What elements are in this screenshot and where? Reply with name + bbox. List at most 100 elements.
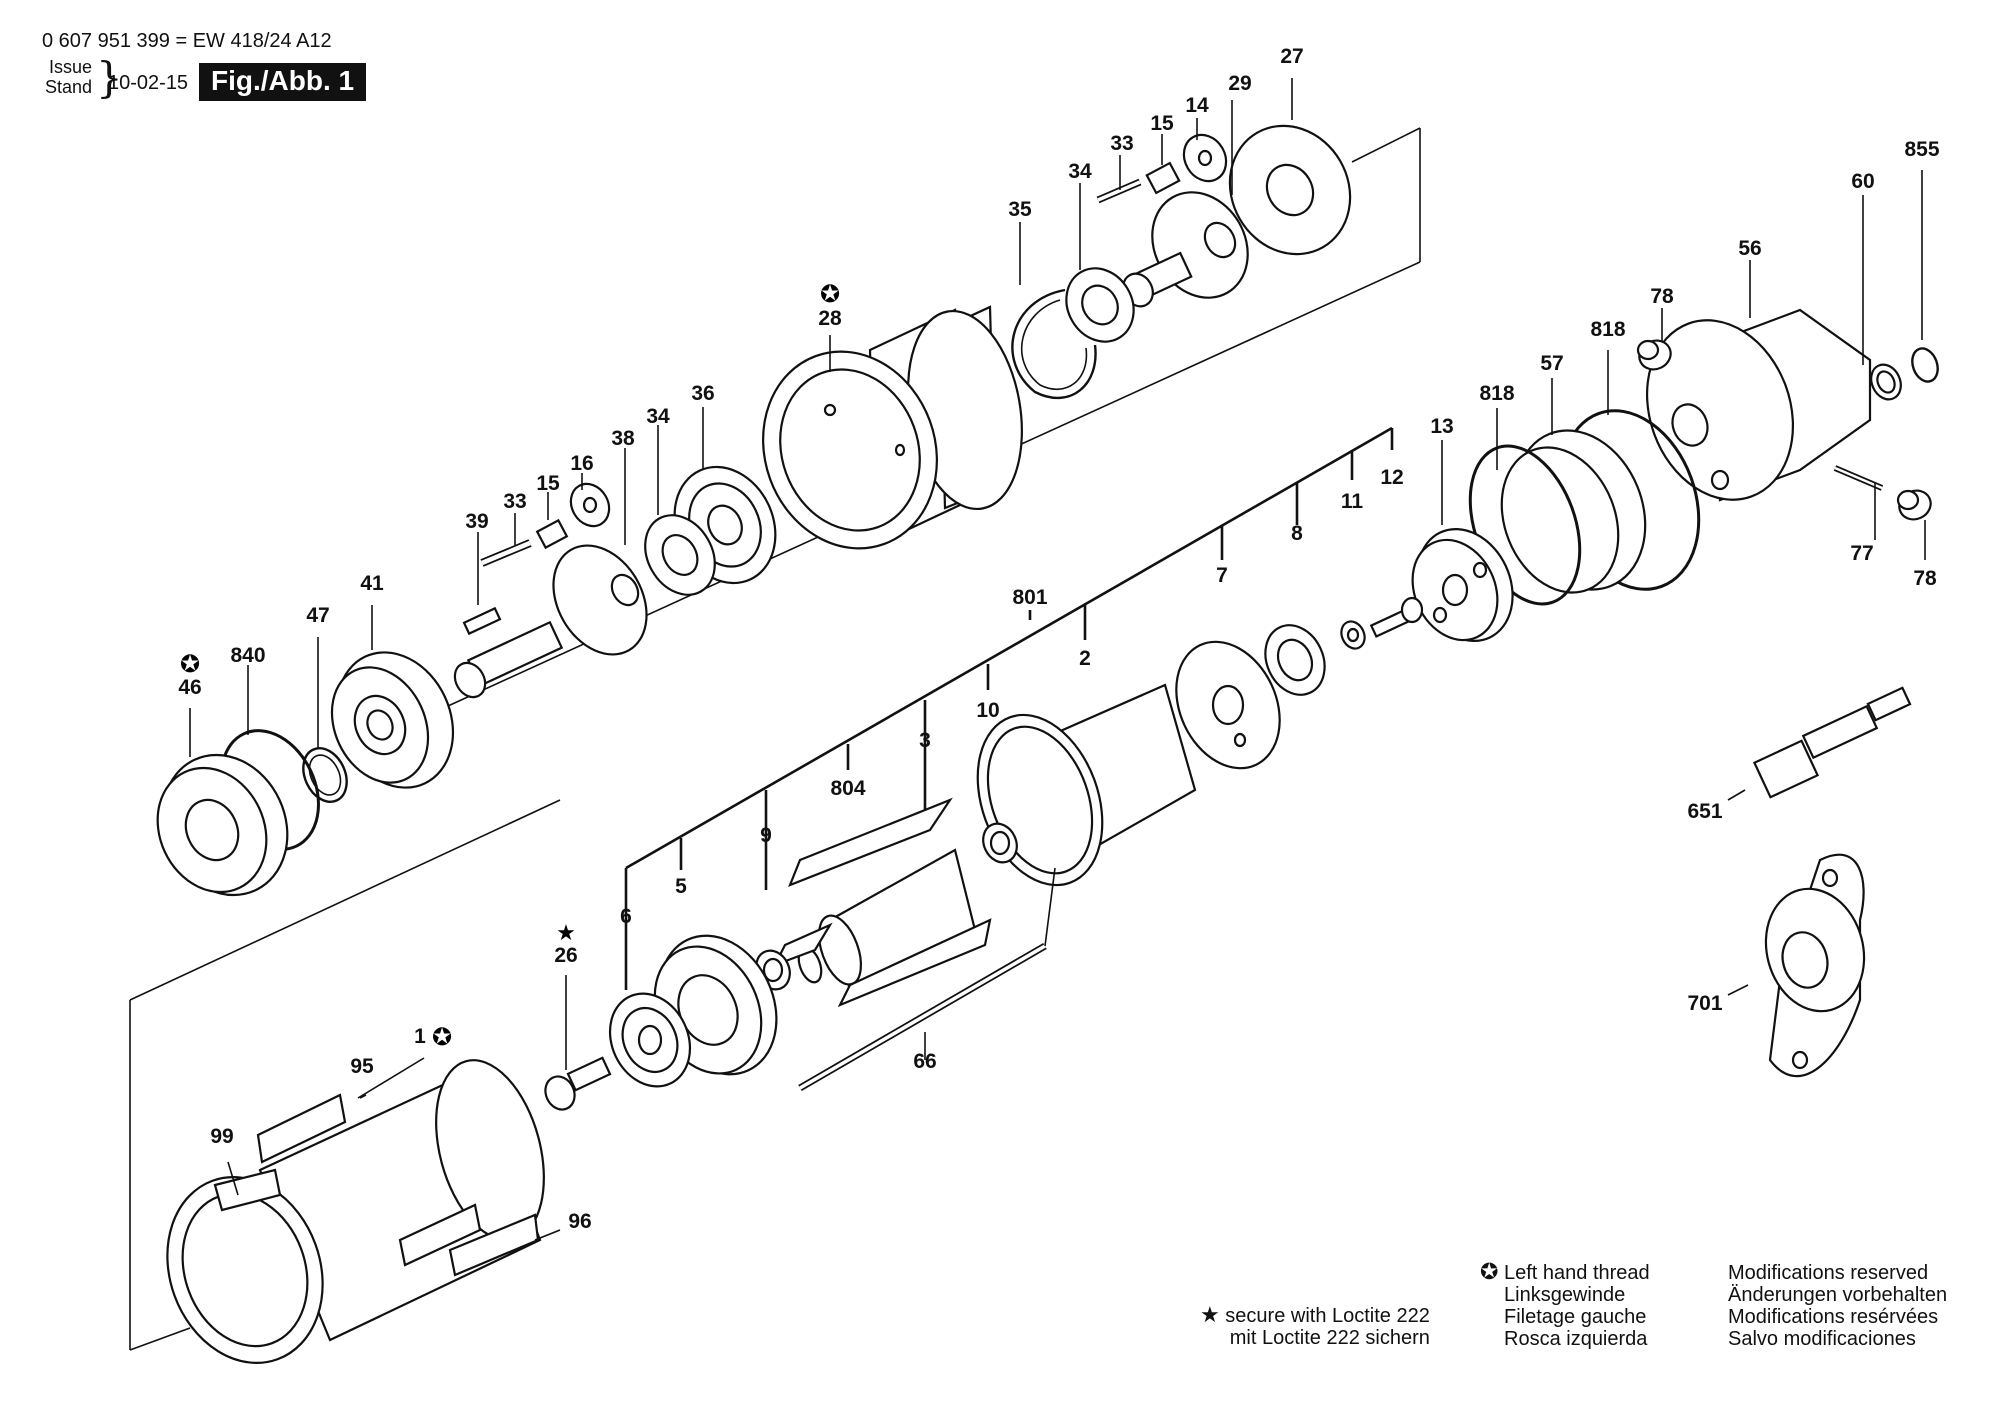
label-99: 99 xyxy=(210,1125,233,1148)
part-60-filter xyxy=(1870,363,1902,401)
label-818b: 818 xyxy=(1479,382,1514,405)
left-thread-symbol-46: ✪ xyxy=(180,650,200,678)
group-801-bracket xyxy=(624,426,1394,990)
part-29-carrier xyxy=(1122,191,1249,308)
label-12: 12 xyxy=(1380,466,1403,489)
part-855-oring xyxy=(1911,347,1939,383)
label-57: 57 xyxy=(1540,352,1563,375)
label-78a: 78 xyxy=(1650,285,1674,308)
label-3: 3 xyxy=(919,729,931,752)
label-33b: 33 xyxy=(503,490,526,513)
part-35-circlip xyxy=(1011,288,1097,399)
part-96-label xyxy=(398,1203,540,1277)
label-855: 855 xyxy=(1904,138,1939,161)
part-651-fitting xyxy=(1752,686,1912,799)
leader-lines xyxy=(189,78,1926,1241)
left-thread-symbol-1: ✪ xyxy=(432,1023,452,1051)
part-47-circlip xyxy=(302,747,348,803)
label-6: 6 xyxy=(620,905,632,928)
left-thread-symbol-28: ✪ xyxy=(820,280,840,308)
label-35: 35 xyxy=(1008,198,1032,221)
part-3-rotor xyxy=(797,848,977,992)
label-16: 16 xyxy=(570,452,593,475)
part-14-gear xyxy=(1182,133,1228,183)
part-numbers: 27 29 14 15 33 34 35 28 36 34 38 16 15 3… xyxy=(178,45,1940,1233)
part-99-label xyxy=(213,1168,282,1212)
label-46: 46 xyxy=(178,676,201,699)
part-15b-bearing xyxy=(535,518,569,550)
label-39: 39 xyxy=(465,510,488,533)
label-801: 801 xyxy=(1012,586,1047,609)
label-29: 29 xyxy=(1228,72,1251,95)
issue-date: 10-02-15 xyxy=(108,72,189,94)
part-78a-cap xyxy=(1636,339,1672,371)
stand-label: Stand xyxy=(44,76,92,97)
issue-stand-labels: Issue Stand xyxy=(40,57,92,98)
label-66: 66 xyxy=(913,1050,936,1073)
part-77-pin xyxy=(1833,465,1884,491)
part-39-key xyxy=(462,606,502,636)
label-15a: 15 xyxy=(1150,112,1174,135)
label-9: 9 xyxy=(760,824,772,847)
brace-glyph: } xyxy=(96,53,123,102)
label-8: 8 xyxy=(1291,522,1303,545)
label-41: 41 xyxy=(360,572,384,595)
legend-left-hand-thread: ✪ Left hand thread Linksgewinde Filetage… xyxy=(1480,1260,1650,1351)
label-27: 27 xyxy=(1280,45,1303,68)
part-28-ring-gear xyxy=(762,305,1023,550)
label-33a: 33 xyxy=(1110,132,1133,155)
part-57-sleeve xyxy=(1500,429,1647,594)
part-12-screw xyxy=(1369,596,1424,638)
figure-badge: Fig./Abb. 1 xyxy=(199,63,367,101)
part-11-washer xyxy=(1340,620,1366,650)
label-651: 651 xyxy=(1687,800,1722,823)
part-16-gear xyxy=(569,482,611,528)
label-11: 11 xyxy=(1341,490,1364,513)
label-78b: 78 xyxy=(1913,567,1937,590)
label-13: 13 xyxy=(1430,415,1453,438)
part-27-washer xyxy=(1228,124,1352,256)
part-38-carrier xyxy=(453,544,648,699)
part-33b-pin xyxy=(480,539,532,567)
part-6-bearing xyxy=(608,992,692,1088)
part-34a-washer xyxy=(1065,267,1135,343)
label-1: 1 xyxy=(414,1025,426,1048)
part-1-housing xyxy=(166,1059,545,1364)
label-28: 28 xyxy=(818,307,842,330)
part-41-bearing xyxy=(330,651,455,789)
part-701-flange xyxy=(1764,853,1866,1078)
label-840: 840 xyxy=(230,644,265,667)
part-15a-bearing xyxy=(1145,161,1181,195)
loctite-symbol-26: ★ xyxy=(556,921,576,946)
part-8-bearing xyxy=(1264,624,1326,696)
label-15b: 15 xyxy=(536,472,560,495)
label-804: 804 xyxy=(830,777,865,800)
part-34b-washer xyxy=(644,514,716,596)
loctite-legend-icon: ★ xyxy=(1200,1303,1220,1328)
part-13-plate xyxy=(1411,527,1514,643)
label-5: 5 xyxy=(675,875,687,898)
part-33a-pin xyxy=(1096,178,1142,204)
left-thread-legend-icon: ✪ xyxy=(1480,1260,1499,1285)
label-36: 36 xyxy=(691,382,714,405)
legend-loctite: ★ secure with Loctite 222 mit Loctite 22… xyxy=(1200,1303,1430,1350)
lower-assembly-frame xyxy=(129,799,561,1351)
part-95-label xyxy=(256,1093,347,1164)
label-818a: 818 xyxy=(1590,318,1625,341)
label-56: 56 xyxy=(1738,237,1761,260)
part-46-end-cap xyxy=(156,753,289,897)
legend-modifications: Modifications reserved Änderungen vorbeh… xyxy=(1728,1262,1948,1350)
part-78b-cap xyxy=(1896,489,1932,521)
issue-label: Issue xyxy=(48,57,92,77)
part-56-housing-cover xyxy=(1645,308,1872,502)
label-47: 47 xyxy=(306,604,329,627)
label-34b: 34 xyxy=(646,405,670,428)
label-7: 7 xyxy=(1216,564,1228,587)
label-10: 10 xyxy=(976,699,999,722)
thread-symbols: ✪ ✪ ✪ ★ xyxy=(180,280,840,1051)
label-26: 26 xyxy=(554,944,577,967)
label-14: 14 xyxy=(1185,94,1209,117)
part-26-pinion xyxy=(544,1056,612,1111)
